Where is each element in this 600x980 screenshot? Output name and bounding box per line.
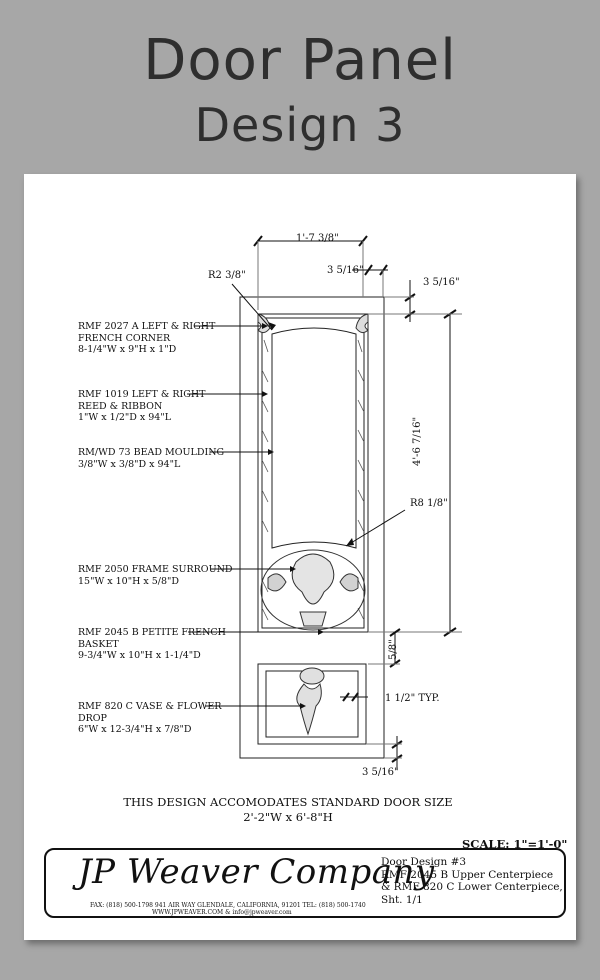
- description-line: Sht. 1/1: [381, 893, 423, 906]
- dim-gap: 5/8": [388, 639, 399, 660]
- company-web: WWW.JPWEAVER.COM & info@jpweaver.com: [152, 909, 292, 916]
- callout-line: RMF 2050 FRAME SURROUND: [78, 564, 233, 575]
- standard-size-value: 2'-2"W x 6'-8"H: [243, 810, 333, 824]
- dim-radius-mid: R8 1/8": [410, 498, 448, 509]
- callout-line: BASKET: [78, 638, 119, 650]
- callout-line: RMF 2045 B PETITE FRENCH: [78, 627, 226, 638]
- callout-line: 6"W x 12-3/4"H x 7/8"D: [78, 724, 192, 735]
- french-corner-right: [355, 313, 369, 334]
- sheet-description: Door Design #3 RMF 2045 B Upper Centerpi…: [381, 856, 563, 906]
- scale-note: SCALE: 1"=1'-0": [462, 837, 568, 851]
- callout-reed-ribbon: RMF 1019 LEFT & RIGHT REED & RIBBON 1"W …: [78, 389, 205, 424]
- dim-top-width: 1'-7 3/8": [296, 233, 339, 244]
- dim-offset-bottom: 3 5/16": [362, 767, 399, 778]
- dim-offset-right: 3 5/16": [423, 277, 460, 288]
- callout-line: RMF 820 C VASE & FLOWER: [78, 701, 222, 712]
- basket-scroll-left: [267, 573, 287, 592]
- company-logo: JP Weaver Company: [78, 852, 435, 892]
- page-subtitle: Design 3: [194, 98, 406, 152]
- standard-size-note: THIS DESIGN ACCOMODATES STANDARD DOOR SI…: [123, 795, 453, 809]
- frame-surround: [260, 549, 366, 631]
- callout-line: 15"W x 10"H x 5/8"D: [78, 575, 180, 587]
- dim-vertical-height: 4'-6 7/16": [412, 416, 423, 466]
- callout-line: DROP: [78, 712, 107, 724]
- description-line: RMF 2045 B Upper Centerpiece: [381, 868, 554, 881]
- callout-line: 8-1/4"W x 9"H x 1"D: [78, 344, 177, 355]
- description-line: Door Design #3: [381, 856, 467, 868]
- dim-typ: 1 1/2" TYP.: [385, 693, 440, 704]
- upper-panel-inner: [271, 327, 357, 549]
- callout-line: 9-3/4"W x 10"H x 1-1/4"D: [78, 650, 201, 661]
- upper-panel-mid: [261, 317, 365, 629]
- title-block: [44, 848, 566, 918]
- reed-ribbon-left: [261, 339, 269, 621]
- callout-frame-surround: RMF 2050 FRAME SURROUND 15"W x 10"H x 5/…: [78, 564, 233, 587]
- callout-line: 1"W x 1/2"D x 94"L: [78, 412, 172, 423]
- dim-radius-top: R2 3/8": [208, 270, 246, 281]
- basket-scroll-right: [339, 573, 359, 592]
- company-contact: FAX: (818) 500-1798 941 AIR WAY GLENDALE…: [90, 902, 366, 909]
- vase-top: [299, 667, 325, 685]
- french-corner-left: [257, 313, 271, 334]
- vase-flower-drop: [296, 682, 322, 736]
- callout-french-corner: RMF 2027 A LEFT & RIGHT FRENCH CORNER 8-…: [78, 321, 215, 356]
- callout-french-basket: RMF 2045 B PETITE FRENCH BASKET 9-3/4"W …: [78, 627, 226, 662]
- callout-line: RM/WD 73 BEAD MOULDING: [78, 447, 225, 458]
- callout-vase-flower-drop: RMF 820 C VASE & FLOWER DROP 6"W x 12-3/…: [78, 701, 222, 736]
- description-line: & RMF 820 C Lower Centerpiece,: [381, 881, 563, 893]
- callout-line: REED & RIBBON: [78, 400, 163, 412]
- basket-base: [299, 611, 327, 627]
- lower-panel-outer: [257, 663, 367, 745]
- callout-line: RMF 1019 LEFT & RIGHT: [78, 389, 206, 400]
- reed-ribbon-right: [357, 339, 365, 621]
- callout-line: RMF 2027 A LEFT & RIGHT: [78, 321, 216, 332]
- door-outline: [239, 296, 385, 759]
- drawing-sheet: [24, 174, 576, 940]
- page-title: Door Panel: [143, 28, 457, 93]
- callout-line: FRENCH CORNER: [78, 332, 171, 344]
- dim-offset-top: 3 5/16": [327, 265, 364, 276]
- callout-bead-moulding: RM/WD 73 BEAD MOULDING 3/8"W x 3/8"D x 9…: [78, 447, 224, 470]
- petite-french-basket: [291, 553, 335, 605]
- callout-line: 3/8"W x 3/8"D x 94"L: [78, 458, 181, 470]
